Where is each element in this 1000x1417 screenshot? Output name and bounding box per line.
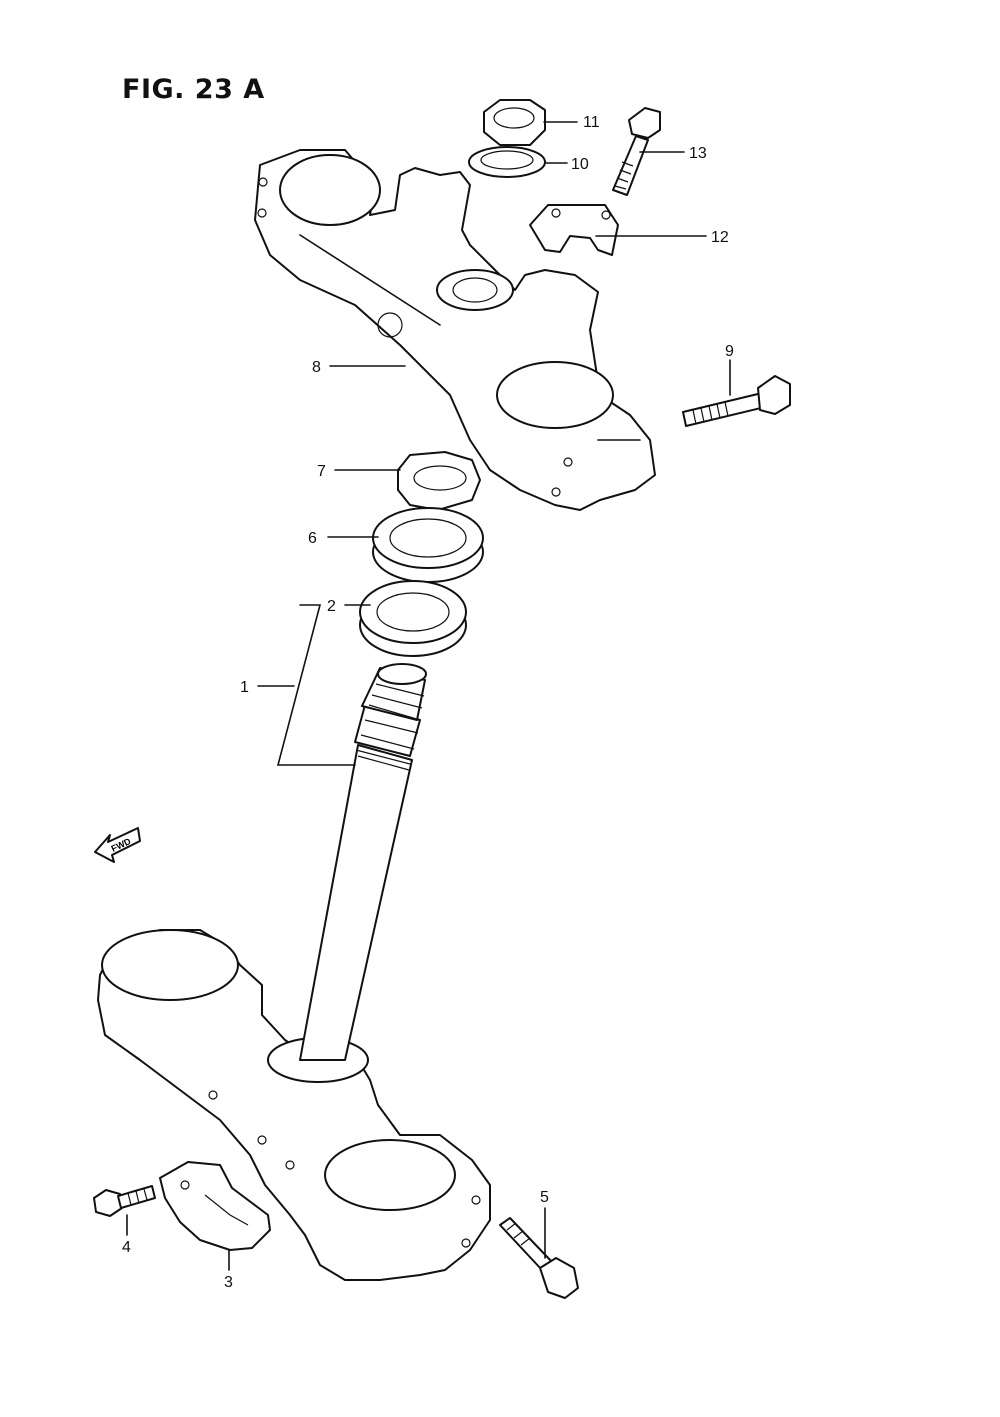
callout-1: 1 — [240, 679, 249, 696]
bearing-6 — [372, 507, 484, 583]
lower-bracket-stem — [97, 663, 491, 1281]
callout-6: 6 — [308, 530, 317, 547]
callout-4: 4 — [122, 1239, 131, 1256]
bolt-13 — [612, 107, 661, 196]
bolt-5 — [499, 1217, 579, 1299]
leader-lines — [126, 121, 731, 1271]
callout-10: 10 — [571, 156, 589, 173]
holder-3 — [159, 1161, 271, 1251]
callout-12: 12 — [711, 229, 729, 246]
clamp-12 — [529, 204, 619, 256]
fwd-arrow-icon: FWD — [94, 827, 141, 863]
figure-title: FIG. 23 A — [122, 74, 265, 105]
washer-10 — [468, 146, 546, 178]
callout-2: 2 — [327, 598, 336, 615]
callout-3: 3 — [224, 1274, 233, 1291]
bearing-2 — [359, 580, 467, 657]
bolt-4 — [93, 1185, 156, 1217]
callout-7: 7 — [317, 463, 326, 480]
callout-13: 13 — [689, 145, 707, 162]
callout-8: 8 — [312, 359, 321, 376]
nut-11 — [483, 99, 546, 146]
callout-5: 5 — [540, 1189, 549, 1206]
callout-11: 11 — [583, 114, 600, 131]
bolt-9 — [682, 375, 791, 427]
callout-9: 9 — [725, 343, 734, 360]
callout-numbers: 11 10 13 12 9 8 7 6 2 1 4 3 5 — [122, 114, 734, 1291]
upper-bracket — [254, 149, 656, 511]
locknut-7 — [397, 451, 481, 511]
